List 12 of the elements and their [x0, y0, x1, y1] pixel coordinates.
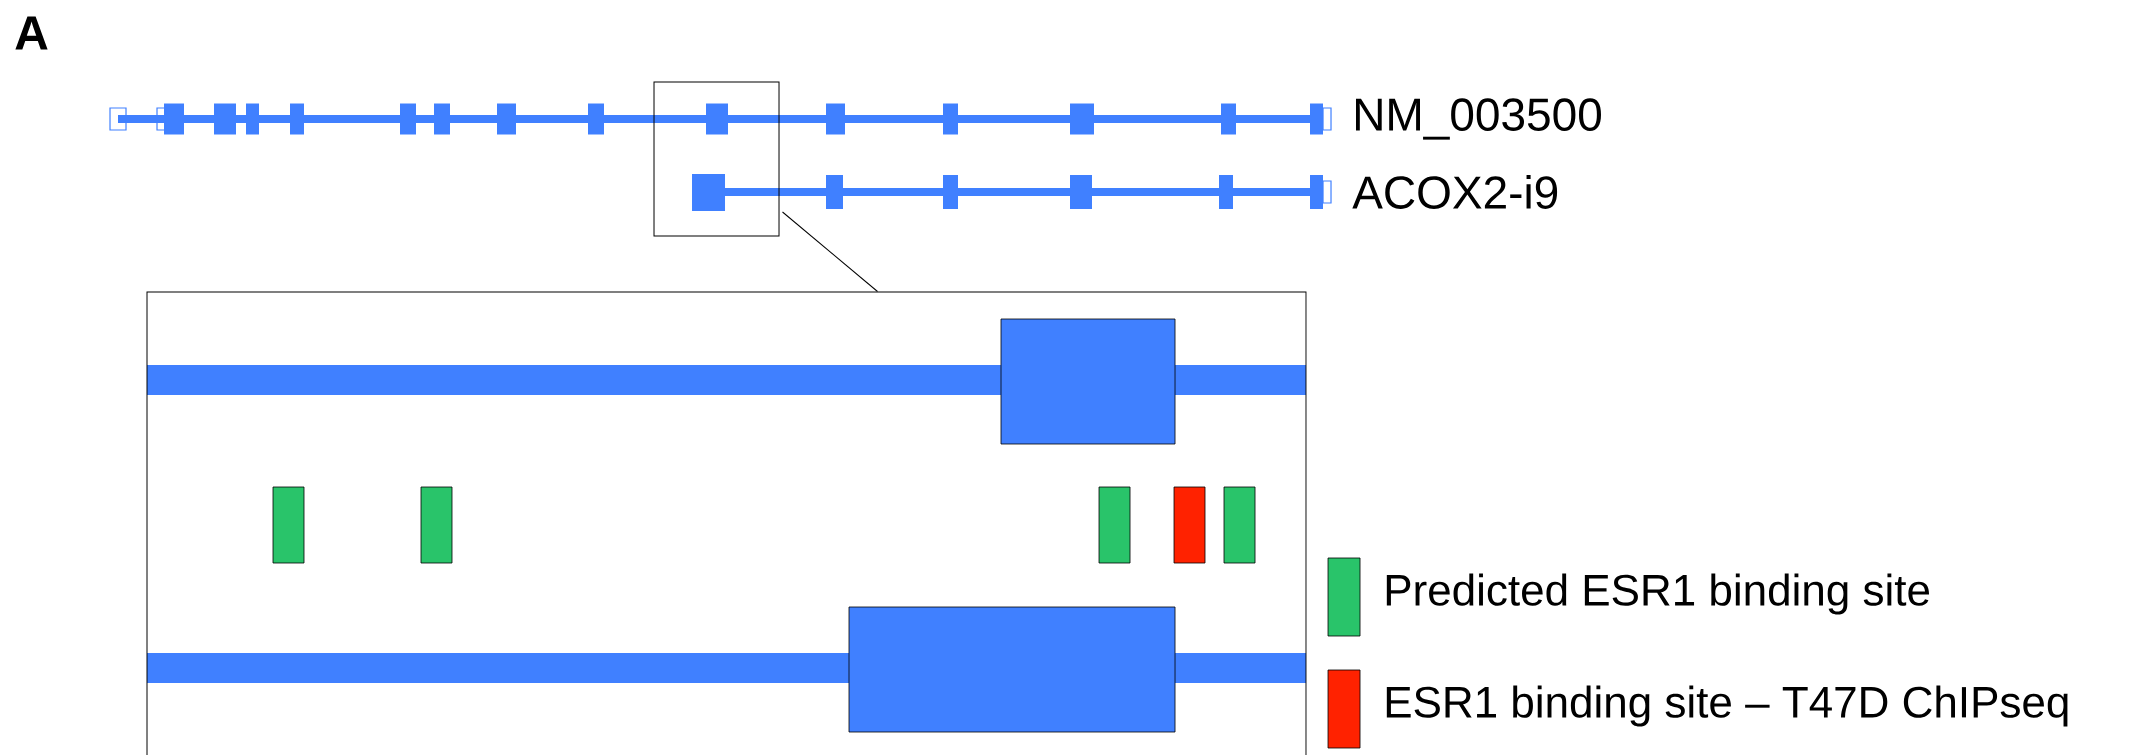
legend-text: Predicted ESR1 binding site: [1386, 573, 1929, 615]
transcript-label: ACOX2-i9: [1352, 175, 1558, 209]
binding-site: [1173, 486, 1206, 564]
inset-box: [146, 291, 1307, 755]
zoom-box: [653, 81, 780, 237]
binding-site: [1223, 486, 1256, 564]
legend-text: ESR1 binding site – T47D ChIPseq: [1386, 685, 2068, 727]
binding-site: [420, 486, 453, 564]
panel-letter: A: [15, 16, 48, 50]
transcript-label: NM_003500: [1356, 98, 1601, 140]
binding-site: [1098, 486, 1131, 564]
binding-site: [272, 486, 305, 564]
